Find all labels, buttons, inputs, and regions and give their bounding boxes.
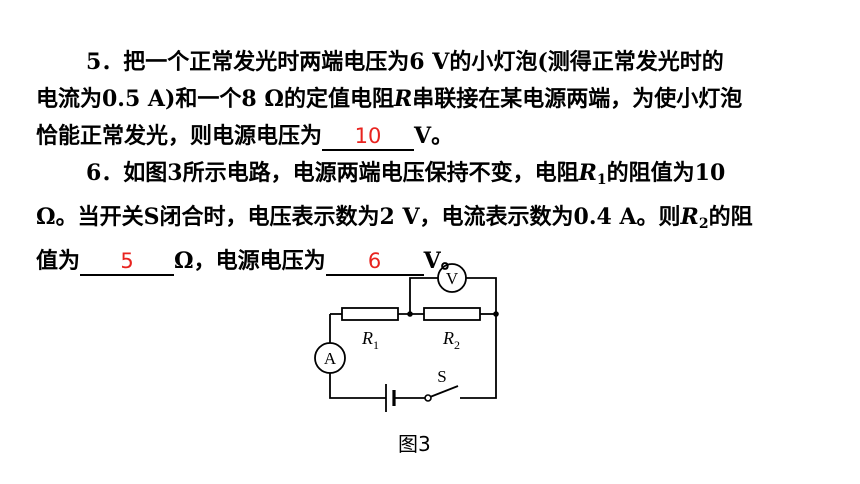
q5-line1: 5．把一个正常发光时两端电压为6 V的小灯泡(测得正常发光时的 — [86, 49, 724, 75]
figure-caption: 图3 — [398, 432, 431, 456]
wire-voltmeter-left — [409, 277, 438, 314]
wire-left-lower — [329, 373, 386, 399]
q6-answer2: 6 — [367, 249, 382, 273]
q6-line2-b: 的阻 — [708, 204, 753, 230]
question-5: 5．把一个正常发光时两端电压为6 V的小灯泡(测得正常发光时的 电流为0.5 A… — [36, 44, 828, 155]
circuit-diagram: V A S R1 R2 — [314, 263, 499, 412]
q6-line3-c: V。 — [423, 248, 463, 274]
q6-r1-sub: 1 — [596, 172, 607, 188]
q6-line1-a: 6．如图3所示电路，电源两端电压保持不变，电阻 — [86, 160, 579, 186]
switch-pivot — [424, 394, 432, 402]
q5-line2-b: 串联接在某电源两端，为使小灯泡 — [412, 86, 743, 112]
voltmeter-symbol: V — [446, 269, 459, 288]
q5-answer: 10 — [354, 124, 382, 148]
r2-label-var: R — [442, 328, 454, 348]
junction-right — [493, 311, 499, 317]
q5-answer-blank: 10 — [322, 123, 415, 151]
ammeter-circle — [314, 342, 346, 374]
switch-blade — [429, 385, 459, 398]
q6-r2-sub: 2 — [698, 216, 709, 232]
ammeter-symbol: A — [324, 349, 337, 368]
wire-right — [460, 314, 497, 399]
junction-left — [407, 311, 413, 317]
voltmeter-circle — [437, 263, 467, 293]
r1-label: R1 — [361, 328, 379, 352]
q6-r2-var: R — [680, 204, 699, 230]
q6-line3-b: Ω，电源电压为 — [174, 248, 326, 274]
q6-line1-b: 的阻值为10 — [606, 160, 726, 186]
r1-label-sub: 1 — [373, 338, 379, 352]
r1-label-var: R — [361, 328, 373, 348]
q5-line3-a: 恰能正常发光，则电源电压为 — [36, 123, 323, 149]
q6-answer2-blank: 6 — [325, 248, 424, 276]
q6-r1-var: R — [578, 160, 597, 186]
q5-resistor-var: R — [393, 86, 413, 112]
r2-label-sub: 2 — [454, 338, 460, 352]
resistor-r2 — [423, 307, 481, 321]
r2-label: R2 — [442, 328, 460, 352]
switch-label: S — [437, 367, 446, 386]
resistor-r1 — [341, 307, 399, 321]
q6-answer1: 5 — [120, 249, 134, 273]
q6-line3-a: 值为 — [36, 248, 81, 274]
wire-voltmeter-right — [466, 277, 497, 314]
q5-line2-a: 电流为0.5 A)和一个8 Ω的定值电阻 — [36, 86, 394, 112]
q6-answer1-blank: 5 — [80, 248, 175, 276]
q5-line3-b: V。 — [414, 123, 454, 149]
question-6: 6．如图3所示电路，电源两端电压保持不变，电阻R1的阻值为10 Ω。当开关S闭合… — [36, 155, 828, 280]
q6-line2-a: Ω。当开关S闭合时，电压表示数为2 V，电流表示数为0.4 A。则 — [36, 204, 681, 230]
